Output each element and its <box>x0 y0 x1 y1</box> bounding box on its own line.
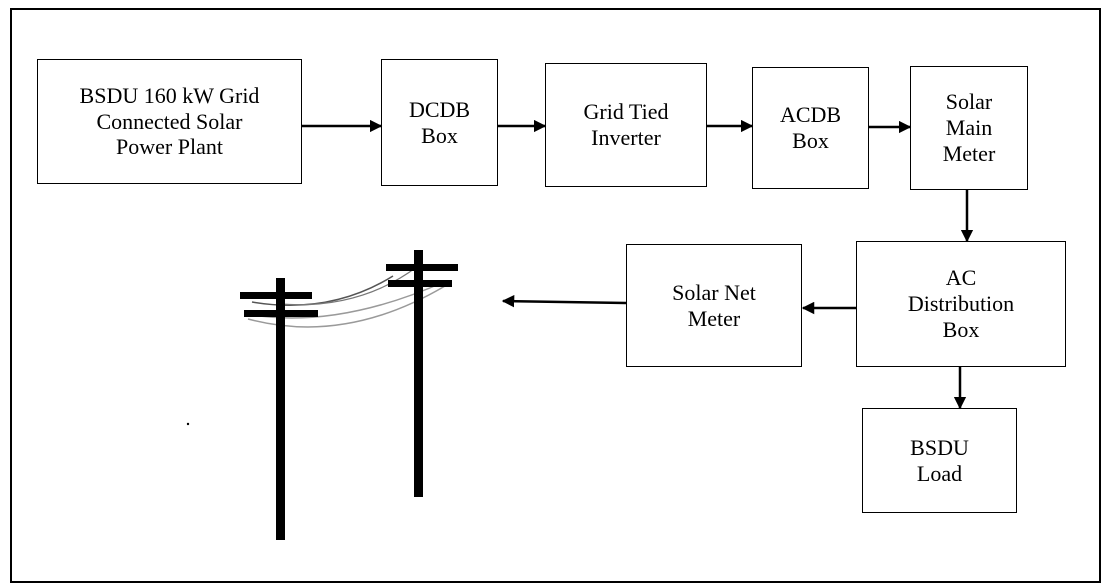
acdb-box-node: ACDB Box <box>752 67 869 189</box>
utility-poles-icon <box>186 250 458 540</box>
arrow-net-meter-to-grid <box>501 294 627 308</box>
solar-net-meter-node: Solar Net Meter <box>626 244 802 367</box>
dcdb-box-node: DCDB Box <box>381 59 498 186</box>
solar-plant-node: BSDU 160 kW Grid Connected Solar Power P… <box>37 59 302 184</box>
solar-main-meter-node: Solar Main Meter <box>910 66 1028 190</box>
bsdu-load-node: BSDU Load <box>862 408 1017 513</box>
grid-tied-inverter-node: Grid Tied Inverter <box>545 63 707 187</box>
ac-distribution-box-node: AC Distribution Box <box>856 241 1066 367</box>
